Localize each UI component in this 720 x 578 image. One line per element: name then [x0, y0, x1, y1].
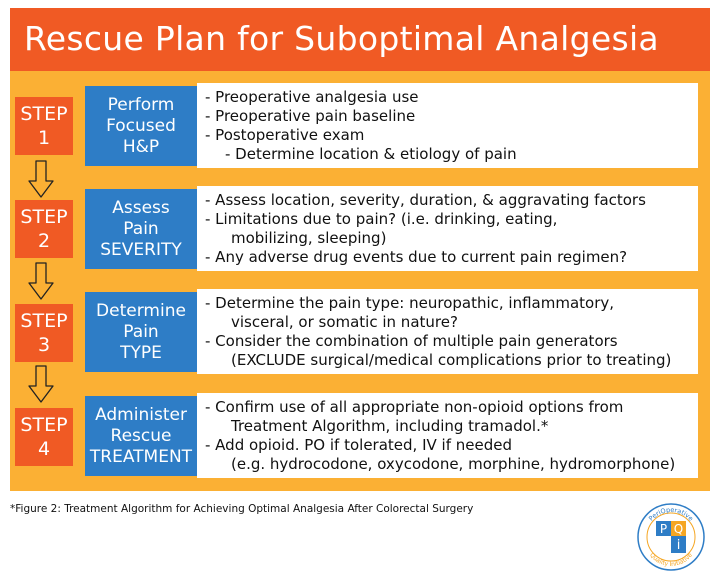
footnote: *Figure 2: Treatment Algorithm for Achie… [10, 503, 474, 515]
step-detail-line: - Confirm use of all appropriate non-opi… [205, 397, 624, 416]
step-action-line: Pain [123, 218, 159, 239]
step-detail-line: - Any adverse drug events due to current… [205, 247, 628, 266]
step-detail-box-3: - Determine the pain type: neuropathic, … [197, 289, 698, 374]
step-badge-word: STEP [20, 310, 68, 332]
step-action-line: Rescue [110, 425, 172, 446]
step-detail-line: (e.g. hydrocodone, oxycodone, morphine, … [231, 454, 676, 473]
step-badge-number: 4 [37, 438, 51, 460]
step-action-line: Perform [107, 94, 175, 115]
step-action-line: TREATMENT [89, 446, 193, 467]
logo-letter-i: i [677, 538, 681, 553]
step-detail-line: - Determine location & etiology of pain [225, 144, 517, 163]
step-detail-line: (EXCLUDE surgical/medical complications … [231, 350, 672, 369]
down-arrow-icon [28, 365, 54, 403]
step-action-line: Focused [106, 115, 176, 136]
step-badge-number: 2 [37, 230, 51, 252]
step-detail-box-1: - Preoperative analgesia use- Preoperati… [197, 83, 698, 168]
step-detail-line: - Postoperative exam [205, 125, 365, 144]
step-badge-number: 3 [37, 334, 51, 356]
step-action-line: H&P [122, 136, 160, 157]
down-arrow-icon [28, 262, 54, 300]
step-badge-word: STEP [20, 103, 68, 125]
logo-letter-q: Q [674, 522, 683, 536]
step-action-line: Assess [112, 197, 170, 218]
page-title: Rescue Plan for Suboptimal Analgesia [24, 19, 659, 58]
logo-letter-p: P [660, 522, 667, 536]
step-detail-line: - Preoperative analgesia use [205, 87, 419, 106]
step-badge-word: STEP [20, 206, 68, 228]
step-detail-line: Treatment Algorithm, including tramadol.… [231, 416, 549, 435]
step-action-line: Pain [123, 321, 159, 342]
step-badge-number: 1 [37, 127, 51, 149]
step-badge-word: STEP [20, 414, 68, 436]
step-action-line: Administer [95, 404, 187, 425]
step-detail-line: - Limitations due to pain? (i.e. drinkin… [205, 209, 558, 228]
step-detail-line: visceral, or somatic in nature? [231, 312, 458, 331]
step-detail-box-4: - Confirm use of all appropriate non-opi… [197, 393, 698, 478]
step-action-line: SEVERITY [100, 239, 182, 260]
title-banner: Rescue Plan for Suboptimal Analgesia [10, 8, 710, 71]
step-detail-line: mobilizing, sleeping) [231, 228, 387, 247]
step-action-line: TYPE [120, 342, 162, 363]
step-action-line: Determine [96, 300, 186, 321]
pqi-logo-icon: PeriOperative Quality Initiative P Q i [637, 503, 705, 571]
step-detail-box-2: - Assess location, severity, duration, &… [197, 186, 698, 271]
step-detail-line: - Consider the combination of multiple p… [205, 331, 618, 350]
down-arrow-icon [28, 160, 54, 198]
step-detail-line: - Add opioid. PO if tolerated, IV if nee… [205, 435, 512, 454]
step-detail-line: - Assess location, severity, duration, &… [205, 190, 646, 209]
step-detail-line: - Determine the pain type: neuropathic, … [205, 293, 615, 312]
step-detail-line: - Preoperative pain baseline [205, 106, 416, 125]
